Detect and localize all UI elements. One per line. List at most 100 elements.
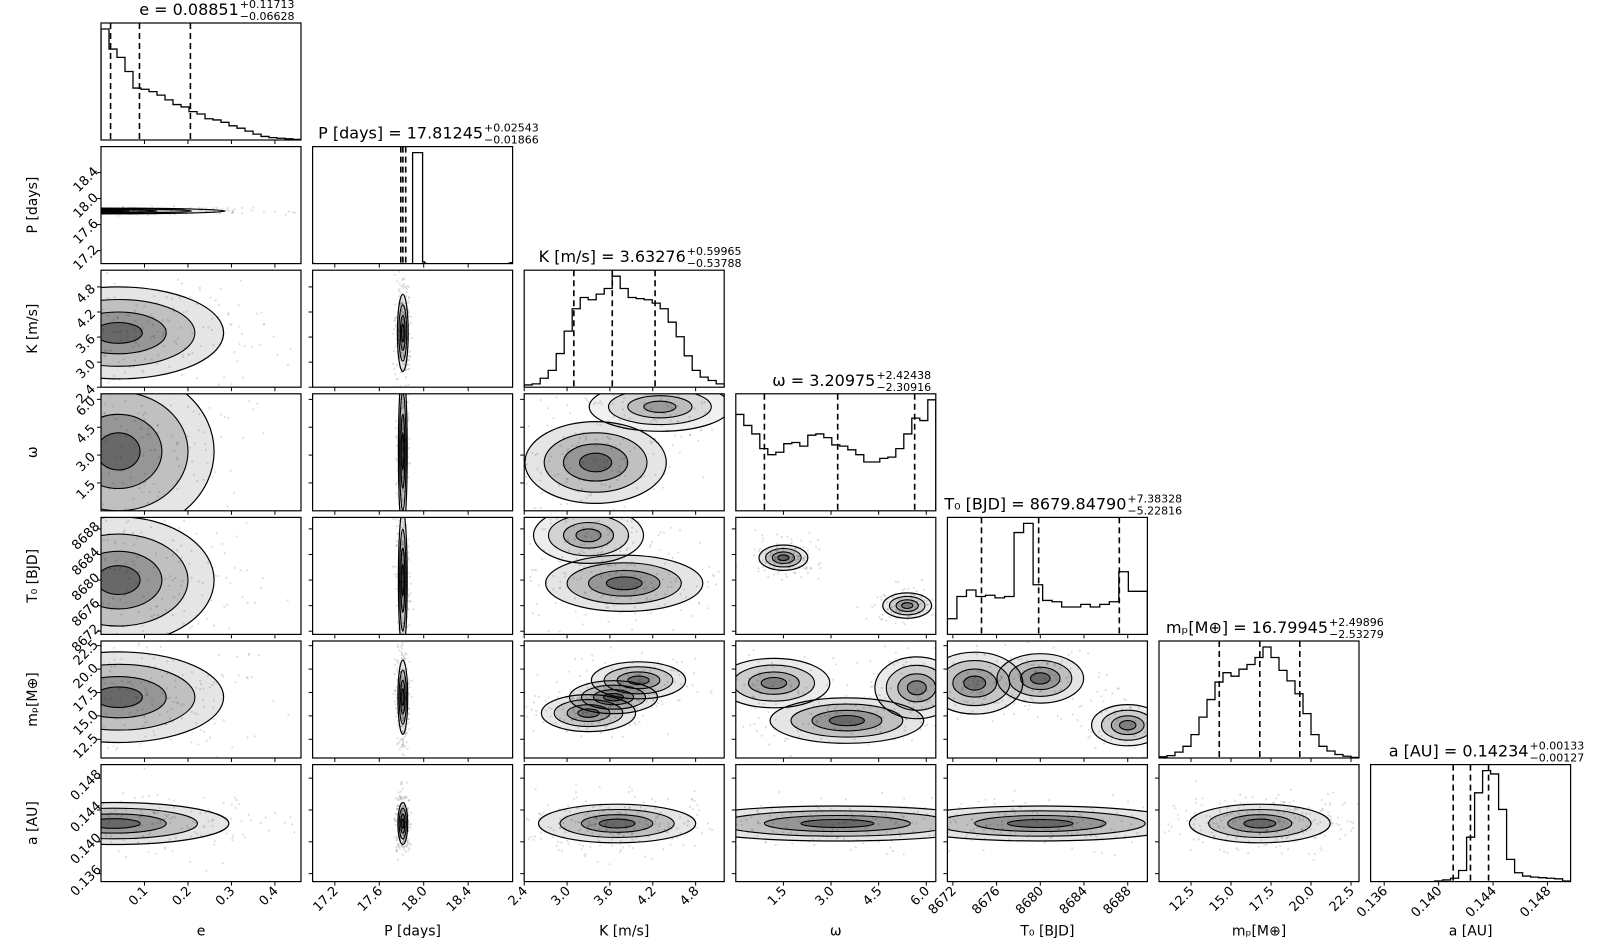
sample-point (696, 803, 699, 806)
sample-point (774, 556, 777, 559)
sample-point (47, 209, 49, 211)
sample-point (136, 709, 139, 712)
sample-point (400, 650, 403, 654)
sample-point (788, 679, 791, 682)
sample-point (752, 554, 756, 557)
sample-point (1052, 646, 1055, 649)
sample-point (591, 659, 594, 662)
sample-point (654, 800, 657, 803)
sample-point (400, 845, 403, 848)
sample-point (877, 823, 880, 826)
sample-point (640, 476, 643, 480)
sample-point (401, 715, 404, 718)
sample-point (143, 411, 147, 414)
sample-point (730, 437, 732, 439)
sample-point (634, 612, 637, 615)
sample-point (289, 347, 292, 350)
sample-point (957, 792, 959, 794)
sample-point (405, 647, 407, 649)
sample-point (396, 280, 399, 283)
sample-point (715, 707, 717, 709)
sample-point (568, 512, 570, 514)
sample-point (625, 824, 628, 828)
sample-point (132, 365, 135, 368)
sample-point (35, 739, 37, 741)
sample-point (608, 564, 611, 567)
sample-point (402, 845, 405, 848)
sample-point (890, 611, 893, 614)
sample-point (593, 402, 596, 405)
sample-point (584, 613, 587, 616)
sample-point (400, 543, 403, 546)
sample-point (25, 376, 27, 378)
sample-point (202, 826, 205, 829)
sample-point (142, 413, 145, 416)
sample-point (134, 336, 137, 339)
sample-point (93, 682, 95, 684)
sample-point (782, 546, 785, 549)
sample-point (174, 816, 177, 819)
sample-point (407, 551, 410, 554)
sample-point (401, 490, 404, 493)
sample-point (181, 580, 184, 583)
sample-point (944, 683, 946, 685)
sample-point (609, 719, 612, 722)
sample-point (867, 743, 870, 746)
sample-point (922, 588, 926, 591)
sample-point (784, 555, 787, 558)
sample-point (914, 606, 917, 609)
sample-point (610, 447, 613, 450)
sample-point (182, 356, 185, 359)
sample-point (785, 826, 788, 829)
sample-point (582, 551, 585, 554)
sample-point (402, 833, 405, 836)
sample-point (173, 205, 176, 208)
sample-point (708, 827, 712, 831)
sample-point (796, 730, 800, 733)
sample-point (952, 661, 955, 665)
sample-point (198, 288, 202, 291)
sample-point (802, 545, 805, 549)
sample-point (398, 270, 401, 273)
sample-point (206, 462, 209, 465)
sample-point (405, 376, 408, 379)
sample-point (940, 601, 942, 603)
sample-point (238, 343, 241, 346)
sample-point (670, 407, 674, 410)
sample-point (112, 318, 115, 322)
sample-point (596, 552, 599, 555)
sample-point (196, 713, 199, 716)
density-contour-1-3 (575, 528, 602, 543)
sample-point (60, 554, 62, 556)
sample-point (991, 720, 994, 723)
sample-point (180, 326, 183, 329)
density-contour-1-1 (1008, 659, 1073, 697)
sample-point (871, 685, 874, 688)
sample-point (1035, 669, 1038, 672)
sample-point (928, 834, 931, 837)
sample-point (514, 422, 516, 424)
sample-point (69, 207, 71, 209)
sample-point (973, 676, 976, 680)
sample-point (246, 677, 249, 680)
sample-point (397, 635, 399, 637)
sample-point (421, 399, 423, 401)
sample-point (199, 679, 202, 683)
sample-point (605, 815, 608, 818)
sample-point (543, 528, 546, 531)
sample-point (74, 809, 76, 811)
sample-point (401, 425, 404, 428)
sample-point (145, 646, 148, 649)
sample-point (638, 678, 641, 681)
sample-point (636, 690, 640, 693)
sample-point (901, 589, 905, 592)
sample-point (404, 733, 407, 736)
sample-point (598, 844, 602, 847)
sample-point (396, 604, 399, 607)
sample-point (66, 549, 68, 551)
sample-point (149, 449, 152, 452)
sample-point (66, 558, 68, 560)
sample-point (553, 474, 556, 477)
sample-point (880, 618, 883, 621)
sample-point (233, 521, 235, 523)
